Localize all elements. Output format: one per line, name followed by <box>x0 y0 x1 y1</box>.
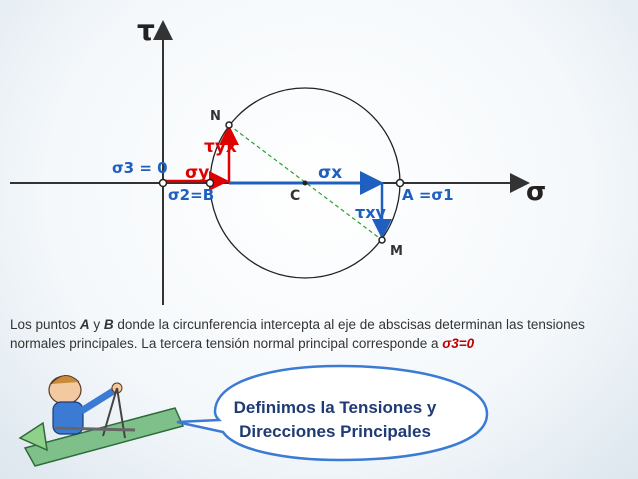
point-C-label: C <box>290 188 300 204</box>
point-N <box>225 121 233 129</box>
point-A <box>395 178 405 188</box>
point-C <box>302 180 308 186</box>
speech-bubble <box>176 364 489 462</box>
point-B <box>205 178 215 188</box>
caption-point-A: A <box>79 317 90 332</box>
bubble-line1: Definimos la Tensiones y <box>233 398 437 417</box>
caption-point-B: B <box>103 317 114 332</box>
point-N-label: N <box>210 109 221 124</box>
sigma-y-label: σy <box>185 163 209 183</box>
point-M-label: M <box>390 244 403 259</box>
tau-xy-label: τxy <box>355 203 387 222</box>
sigma-x-label: σx <box>318 163 342 183</box>
engineer-cartoon-icon <box>18 375 185 467</box>
origin-label: σ3 = 0 <box>112 159 168 177</box>
point-origin <box>158 178 168 188</box>
bubble-text: Definimos la Tensiones y Direcciones Pri… <box>200 396 470 444</box>
sigma-axis-label: σ <box>526 177 546 207</box>
bubble-line2: Direcciones Principales <box>239 422 431 441</box>
point-M <box>378 236 386 244</box>
explanation-text: Los puntos A y B donde la circunferencia… <box>10 315 630 353</box>
tau-axis-label: τ <box>137 14 155 47</box>
mohr-circle-diagram: τ σ σ3 = 0 σ2=B C A =σ1 N M σy τyx σx τx… <box>10 14 546 305</box>
caption-connector: y <box>89 317 104 332</box>
caption-part1: Los puntos <box>10 317 80 332</box>
tau-yx-label: τyx <box>204 137 237 157</box>
caption-sigma3: σ3=0 <box>442 336 475 351</box>
point-B-label: σ2=B <box>168 186 214 204</box>
caption-part2: donde la circunferencia intercepta al ej… <box>10 317 585 351</box>
point-A-label: A =σ1 <box>402 186 454 204</box>
diameter-line <box>228 124 383 241</box>
